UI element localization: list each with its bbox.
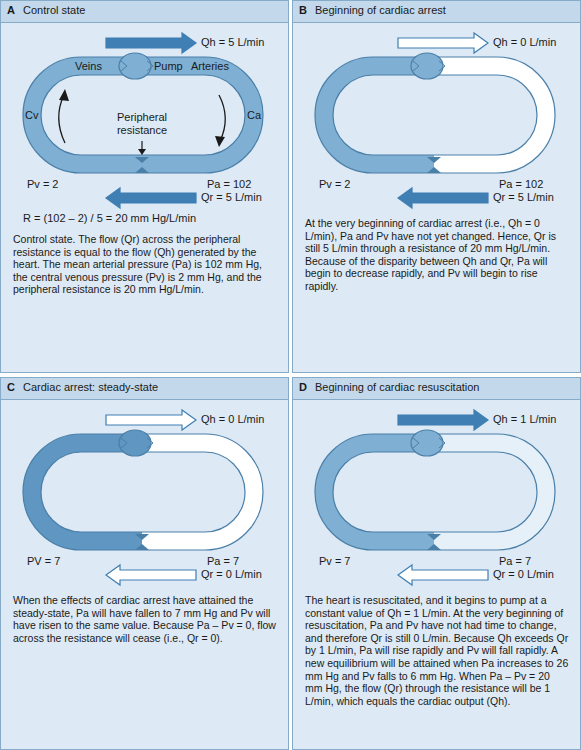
resistance-symbol — [135, 534, 149, 540]
pump-symbol — [119, 430, 151, 456]
circulation-arrow — [59, 95, 65, 143]
arteries-vessel — [142, 434, 263, 550]
arrowhead — [59, 89, 69, 101]
resistance-symbol — [427, 534, 441, 540]
pump-symbol — [411, 53, 443, 79]
panel-title: Control state — [23, 4, 85, 16]
pump-valves — [413, 438, 445, 448]
pressure-label: Pv = 2 — [27, 178, 59, 191]
pressure-label: PV = 7 — [27, 555, 60, 568]
return-flow-arrow — [106, 188, 196, 208]
flow-label: Qr = 5 L/min — [493, 191, 554, 204]
panel-header: C Cardiac arrest: steady-state — [1, 378, 288, 400]
pump-symbol — [411, 430, 443, 456]
pressure-label: Pa = 7 — [499, 555, 531, 568]
part-name: Arteries — [191, 60, 229, 73]
flow-label: Qr = 0 L/min — [201, 568, 262, 581]
arrowhead — [215, 136, 225, 147]
panel-letter: C — [7, 381, 15, 393]
arteries-vessel — [434, 57, 555, 173]
circulation-arrow — [219, 95, 225, 141]
panel-title: Cardiac arrest: steady-state — [23, 381, 158, 393]
return-flow-arrow — [398, 565, 488, 585]
panel-box: D Beginning of cardiac resuscitationThe h… — [292, 377, 581, 750]
resistance-symbol — [135, 167, 149, 173]
panel-caption: When the effects of cardiac arrest have … — [13, 594, 277, 644]
leader-line — [141, 141, 142, 150]
resistance-symbol — [135, 157, 149, 163]
part-name: Cv — [25, 109, 38, 122]
flow-label: Qh = 5 L/min — [201, 36, 264, 49]
arrowhead — [138, 149, 146, 155]
pump-flow-arrow — [106, 410, 196, 430]
pump-flow-arrow — [398, 410, 488, 430]
pump-flow-arrow — [398, 33, 488, 53]
panel-header: D Beginning of cardiac resuscitation — [293, 378, 580, 400]
resistance-symbol — [135, 544, 149, 550]
pump-symbol — [119, 53, 151, 79]
formula: R = (102 – 2) / 5 = 20 mm Hg/L/min — [23, 212, 196, 225]
panel-caption: The heart is resuscitated, and it begins… — [305, 594, 569, 707]
resistance-symbol — [427, 544, 441, 550]
resistance-symbol — [427, 167, 441, 173]
pump-flow-arrow — [106, 33, 196, 53]
arteries-vessel — [434, 434, 555, 550]
flow-label: Qh = 0 L/min — [493, 36, 556, 49]
panel-title: Beginning of cardiac arrest — [315, 4, 446, 16]
pump-valves — [121, 438, 153, 448]
pressure-label: Pa = 102 — [499, 178, 543, 191]
resistance-symbol — [427, 157, 441, 163]
panel-header: B Beginning of cardiac arrest — [293, 1, 580, 23]
panel-box: B Beginning of cardiac arrest At the very … — [292, 0, 581, 373]
pressure-label: Pv = 2 — [319, 178, 351, 191]
part-name: Veins — [75, 60, 102, 73]
part-name: Pump — [154, 60, 183, 73]
panel-box: A Control stateControl state. The flow (Q… — [0, 0, 289, 373]
part-name: Ca — [247, 109, 261, 122]
panel-title: Beginning of cardiac resuscitation — [315, 381, 479, 393]
arteries-vessel — [142, 57, 263, 173]
panel-letter: D — [299, 381, 307, 393]
flow-label: Qh = 1 L/min — [493, 413, 556, 426]
flow-label: Qh = 0 L/min — [201, 413, 264, 426]
panel-letter: B — [299, 4, 307, 16]
return-flow-arrow — [106, 565, 196, 585]
panel-box: C Cardiac arrest: steady-stateWhen the ef… — [0, 377, 289, 750]
panel-caption: At the very beginning of cardiac arrest … — [305, 217, 569, 293]
return-flow-arrow — [398, 188, 488, 208]
pressure-label: Pa = 102 — [207, 178, 251, 191]
flow-label: Qr = 5 L/min — [201, 191, 262, 204]
panel-letter: A — [7, 4, 15, 16]
pump-valves — [413, 61, 445, 71]
panel-caption: Control state. The flow (Qr) across the … — [13, 233, 277, 296]
panel-header: A Control state — [1, 1, 288, 23]
pressure-label: Pa = 7 — [207, 555, 239, 568]
flow-label: Qr = 0 L/min — [493, 568, 554, 581]
part-name: Peripheral resistance — [97, 111, 187, 137]
pressure-label: Pv = 7 — [319, 555, 351, 568]
pump-valves — [121, 61, 153, 71]
